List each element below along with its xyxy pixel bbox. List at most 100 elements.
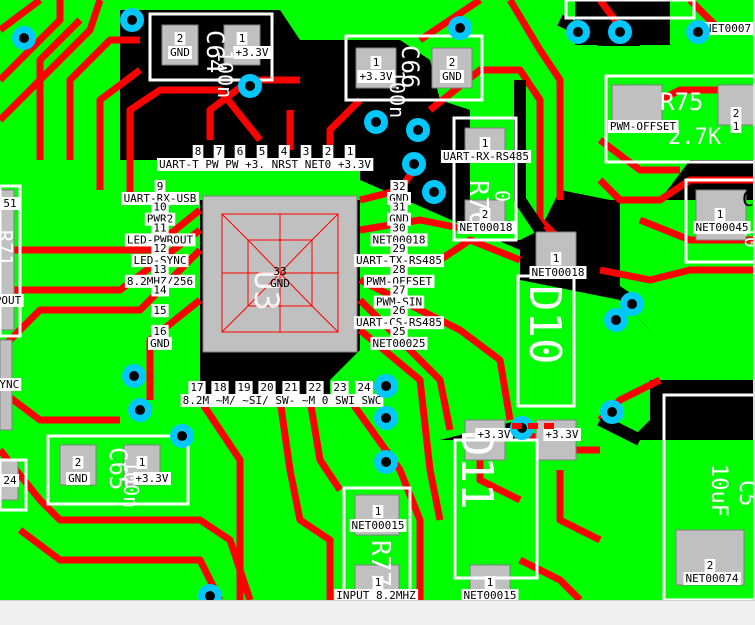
ic-bottom-pin-labels-bg: [180, 394, 384, 407]
c66-pad2-num: 2: [446, 56, 458, 69]
vias: [12, 8, 710, 600]
r-right-net-bg: [693, 221, 751, 234]
r71-pout: POUT: [0, 294, 24, 307]
r71-pout-text: POUT: [0, 294, 22, 307]
vertical-scrollbar-track[interactable]: [753, 0, 755, 600]
r-right-net-text: NET00045: [696, 221, 749, 234]
ic-left-pin-label-text: LED-PWROUT: [127, 233, 194, 246]
d11-bottom-num-text: 1: [487, 576, 494, 589]
ic-right-pin-label: UART-TX-RS485: [353, 254, 445, 268]
ic-right-pin-label: PWM-OFFSET: [363, 274, 435, 288]
ic-right-pin-number: 28: [390, 262, 408, 276]
ic-right-pin-label-text: PWM-OFFSET: [366, 275, 433, 288]
designator-c5: C5: [734, 480, 755, 507]
d10-pad-num-bg: [550, 252, 562, 265]
d10-bottom-net: +3.3V: [475, 428, 513, 441]
c64-pad2-net-bg: [233, 46, 271, 59]
ic-right-pin-label-bg: [370, 336, 428, 350]
top-right-net-bg: [702, 22, 754, 35]
ic-top-pin-number-bg: [344, 145, 356, 158]
via-hole: [381, 413, 391, 423]
c66-pad2-net-text: GND: [442, 70, 462, 83]
designator-c65: C65: [104, 447, 132, 490]
ic-right-pin-label-bg: [370, 233, 428, 247]
horizontal-scrollbar[interactable]: [0, 600, 755, 625]
ic-bottom-pin-number-text: 18: [213, 381, 226, 394]
ic-right-pin-label-bg: [363, 274, 435, 288]
designator-c66: C66: [396, 45, 424, 88]
ic-top-pin-number-bg: [322, 145, 334, 158]
ic-bottom-pin-number-bg: [258, 381, 276, 394]
ic-right-pin-label-bg: [353, 254, 445, 268]
via-hole: [611, 315, 621, 325]
ic-right-pin-number: 30: [390, 221, 408, 235]
ic-left-pin-number-text: 15: [153, 304, 166, 317]
c66-pad1-num-bg: [370, 56, 382, 69]
r77-top-net-bg: [349, 519, 407, 532]
d10-pad-num-text: 1: [553, 252, 560, 265]
ic-top-pin-number-bg: [213, 145, 225, 158]
ic-right-pin-label: UART-CS-RS485: [353, 316, 445, 330]
via-hole: [573, 27, 583, 37]
ic-right-pin-number-bg: [390, 304, 408, 318]
c65-pad1-net-bg: [66, 472, 90, 485]
ic-left-pin-number-bg: [151, 304, 169, 318]
ic-bottom-pin-number-text: 17: [190, 381, 203, 394]
ic-right-pin-label-text: NET00018: [373, 233, 426, 246]
designator-c64: C64: [201, 30, 229, 73]
ic-bottom-pin-number: 18: [211, 381, 229, 394]
c65-pad1-num: 2: [72, 456, 84, 469]
r77-bottom-num-text: 1: [375, 576, 382, 589]
via-hole: [409, 159, 419, 169]
via-hole: [455, 23, 465, 33]
ic-left-pin-number-bg: [151, 262, 169, 276]
r77-top-num-bg: [372, 505, 384, 518]
r76-pad2-net-bg: [457, 221, 515, 234]
ic-left-pin-number-text: 10: [153, 201, 166, 214]
ic-bottom-pin-labels: 8.2M ~M/ ~SI/ SW- ~M 0 SWI SWC: [180, 394, 384, 407]
ic-bottom-pin-number-text: 20: [260, 381, 273, 394]
c64-pad1-num: 2: [174, 32, 186, 45]
ic-bottom-pin-number-text: 21: [284, 381, 297, 394]
ic-right-pin-number: 26: [390, 304, 408, 318]
ic-top-pin-number-bg: [234, 145, 246, 158]
r75-pad1-net-bg: [607, 120, 679, 133]
ic-right-pin-label-text: NET00025: [373, 337, 426, 350]
d11-top-net: +3.3V: [543, 428, 581, 441]
r76-pad1-num-text: 1: [482, 137, 489, 150]
ic-top-pin-number-text: 7: [216, 145, 223, 158]
r-right-net: NET00045: [693, 221, 751, 234]
ic-u3[interactable]: U3 33 GND: [202, 195, 358, 353]
ic-left-pin-number-text: 13: [153, 263, 166, 276]
designator-d10: D10: [519, 285, 570, 364]
r75-pad2-net-text: 1: [733, 120, 740, 133]
r76-pad1-num: 1: [479, 137, 491, 150]
ic-left-pin-number-bg: [151, 324, 169, 338]
designator-r71: R71: [0, 230, 17, 266]
via-hole: [135, 405, 145, 415]
r77-bottom-net-bg: [334, 589, 419, 600]
ic-right-pin-number: 31: [390, 200, 408, 214]
r75-pad2-num: 2: [730, 107, 742, 120]
via-hole: [245, 81, 255, 91]
num-24-bg: [1, 474, 19, 487]
d11-top-net-text: +3.3V: [545, 428, 578, 441]
r77-top-num: 1: [372, 505, 384, 518]
ic-top-pin-number-text: 5: [259, 145, 266, 158]
ic-left-pin-label-bg: [124, 233, 196, 247]
c65-pad1-num-text: 2: [75, 456, 82, 469]
r77-bottom-net: INPUT_8.2MHZ: [334, 589, 419, 600]
c5-pad2-num-text: 2: [707, 559, 714, 572]
ic-u3-thermal-pad: [221, 213, 339, 333]
ic-bottom-pin-number: 19: [235, 381, 253, 394]
num-24: 24: [1, 474, 19, 487]
c64-pad1-num-bg: [174, 32, 186, 45]
via-hole: [413, 125, 423, 135]
r76-pad2-net-text: NET00018: [460, 221, 513, 234]
c64-pad1-net: GND: [168, 46, 192, 59]
d11-bottom-net: NET00015: [461, 589, 519, 600]
ic-left-pin-number: 10: [151, 200, 169, 214]
d11-bottom-num-bg: [484, 576, 496, 589]
ic-left-pin-label-bg: [121, 192, 199, 205]
